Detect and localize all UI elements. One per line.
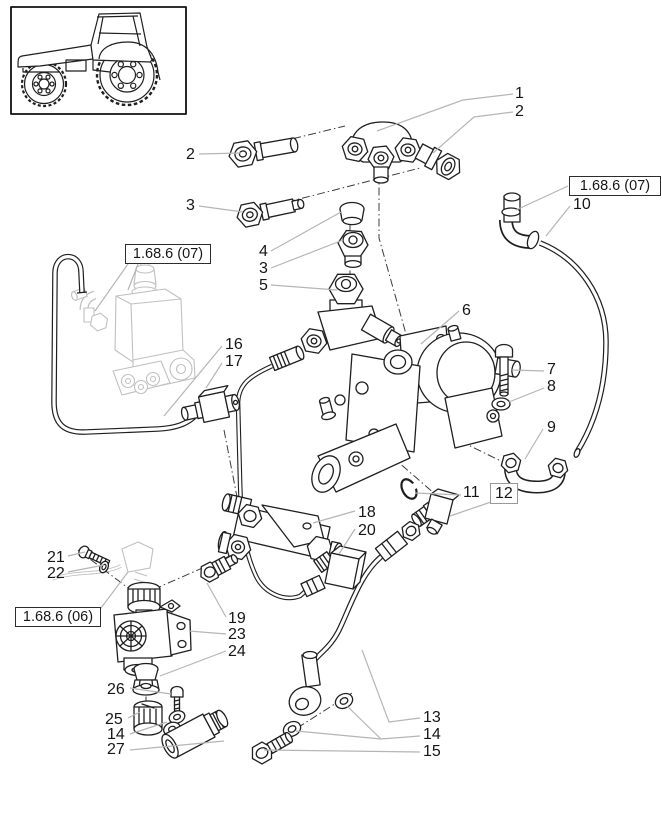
callout-27-26: 27 [107,741,125,758]
hose-16 [51,253,196,435]
callout-4-5: 4 [259,243,268,260]
section-ref-box-2[interactable]: 1.68.6 (06) [15,607,101,627]
hose-10 [499,219,609,454]
part-9-elbow [500,452,569,494]
part-14-washer-right [334,692,354,710]
callout-11-14: 11 [463,484,480,501]
callout-20-17: 20 [358,522,376,539]
callout-5-7: 5 [259,277,268,294]
part-1-manifold [341,121,422,184]
section-ref-box-1[interactable]: 1.68.6 (07) [125,244,211,264]
part-2-fitting-right [414,143,461,181]
callout-14-25: 14 [107,726,125,743]
callout-10-4: 10 [573,196,591,213]
hose-10-elbow-end [501,192,581,458]
callout-21-18: 21 [47,549,65,566]
callout-8-12: 8 [547,378,556,395]
callout-14-28: 14 [423,726,441,743]
ghost-solenoid-valve [71,257,196,396]
part-20-connector [313,545,367,590]
callout-13-27: 13 [423,709,441,726]
part-12-elbow [411,488,460,535]
capillary-ferrule [300,574,326,598]
callout-25-24: 25 [105,711,123,728]
part-3-fitting-left [236,198,305,228]
leader-lines [67,93,571,753]
callout-3-3: 3 [186,197,195,214]
part-5-t-valve [300,273,404,354]
part-26-bolt [170,685,184,712]
callout-1-0: 1 [515,85,524,102]
part-8-washer [491,397,511,411]
callout-23-21: 23 [228,626,246,643]
callout-2-1: 2 [515,103,524,120]
part-2-fitting-left [228,137,299,168]
hose-13-banjo [288,650,322,716]
capillary-fitting [268,345,305,372]
callout-22-19: 22 [47,565,65,582]
part-15-bolt [251,731,293,765]
ghost-connector [51,541,154,591]
section-ref-box-0[interactable]: 1.68.6 (07) [569,176,661,196]
callout-18-16: 18 [358,504,376,521]
part-21-screw [78,545,111,567]
callout-12-15: 12 [490,483,518,504]
part-6-valve-assembly [311,324,521,493]
callout-24-22: 24 [228,643,246,660]
hose-13-sleeve [374,520,421,562]
part-27-fitting [161,709,229,759]
part-4-cap [339,201,365,226]
capillary-line-20 [235,363,309,601]
part-22-washer [98,560,110,574]
part-23-valve [113,581,192,677]
callout-17-10: 17 [225,353,243,370]
part-11-o-ring [400,478,419,500]
callout-9-13: 9 [547,419,556,436]
callout-16-9: 16 [225,336,243,353]
part-19-fitting [200,554,239,583]
callout-26-23: 26 [107,681,125,698]
callout-3-6: 3 [259,260,268,277]
callout-2-2: 2 [186,146,195,163]
part-18-t-fitting [217,493,343,564]
callout-7-11: 7 [547,361,556,378]
callout-15-29: 15 [423,743,441,760]
hose-13 [309,553,384,666]
callout-6-8: 6 [462,302,471,319]
part-3-fitting-mid [337,229,369,269]
part-17-elbow [180,385,240,424]
part-25-cap [133,700,163,736]
part-24-plug [132,662,160,696]
tractor-thumbnail [10,6,187,115]
part-7-bolt [494,343,514,397]
callout-19-20: 19 [228,610,246,627]
